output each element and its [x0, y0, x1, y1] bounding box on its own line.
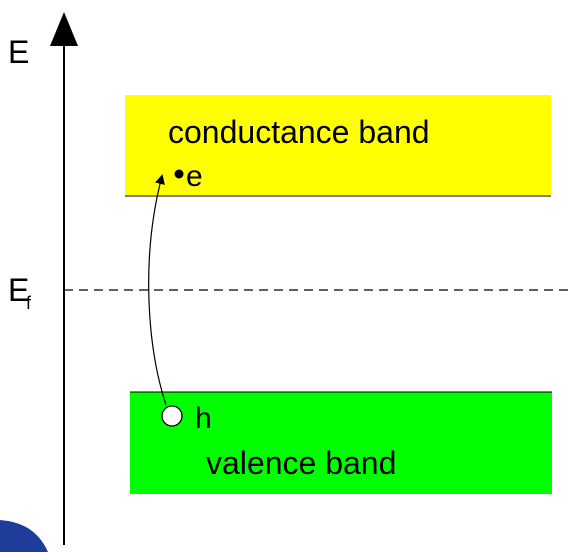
conduction-band-rect [125, 95, 551, 195]
fermi-level-subscript: f [26, 293, 32, 313]
fermi-level-label: E [8, 272, 29, 308]
valence-band-label: valence band [206, 445, 396, 481]
conduction-band-label: conductance band [168, 114, 430, 150]
hole-label: h [195, 402, 212, 435]
electron-label: e [186, 160, 203, 193]
energy-axis-arrowhead [50, 12, 78, 46]
electron-dot [174, 169, 184, 179]
excitation-arrow [148, 174, 167, 406]
corner-accent-shape [0, 520, 48, 552]
valence-band-rect [130, 392, 552, 494]
energy-axis-label: E [8, 34, 29, 70]
hole-circle [161, 405, 183, 427]
